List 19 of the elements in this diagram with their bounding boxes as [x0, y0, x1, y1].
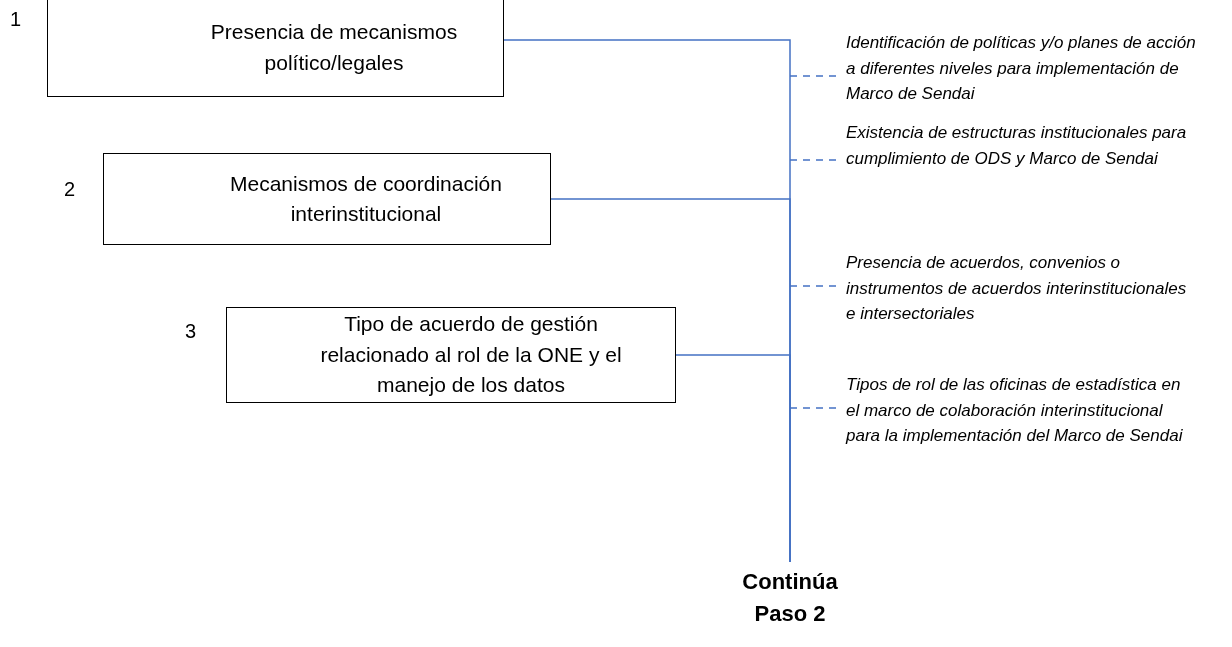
step-number: 2 [64, 178, 76, 201]
step-number: 1 [10, 8, 22, 31]
dashed-connector [789, 285, 839, 287]
box-label: Mecanismos de coordinación interinstitucional [229, 170, 503, 227]
dashed-connector [789, 407, 839, 409]
continuation-label: Continúa Paso 2 [742, 569, 838, 626]
process-box [103, 153, 551, 245]
indicator-text: Tipos de rol de las oficinas de estadística en el marco de colaboración interinstitucional para la implementación del Marco de Sendai [846, 375, 1183, 445]
connector-line [675, 354, 791, 563]
indicator-text: Existencia de estructuras institucionales para cumplimiento de ODS y Marco de Sendai [846, 123, 1187, 168]
process-box [226, 307, 676, 403]
box-label: Presencia de mecanismos político/legales [209, 19, 459, 76]
box-label: Tipo de acuerdo de gestión relacionado al rol de la ONE y el manejo de los datos [319, 311, 623, 399]
indicator-text: Presencia de acuerdos, convenios o instrumentos de acuerdos interinstitucionales e intersectoriales [846, 253, 1187, 323]
step-number: 3 [185, 320, 197, 343]
process-box [47, 0, 504, 97]
dashed-connector [789, 159, 839, 161]
dashed-connector [789, 75, 839, 77]
indicator-text: Identificación de políticas y/o planes de acción a diferentes niveles para implementación de Marco de Sendai [846, 33, 1196, 103]
